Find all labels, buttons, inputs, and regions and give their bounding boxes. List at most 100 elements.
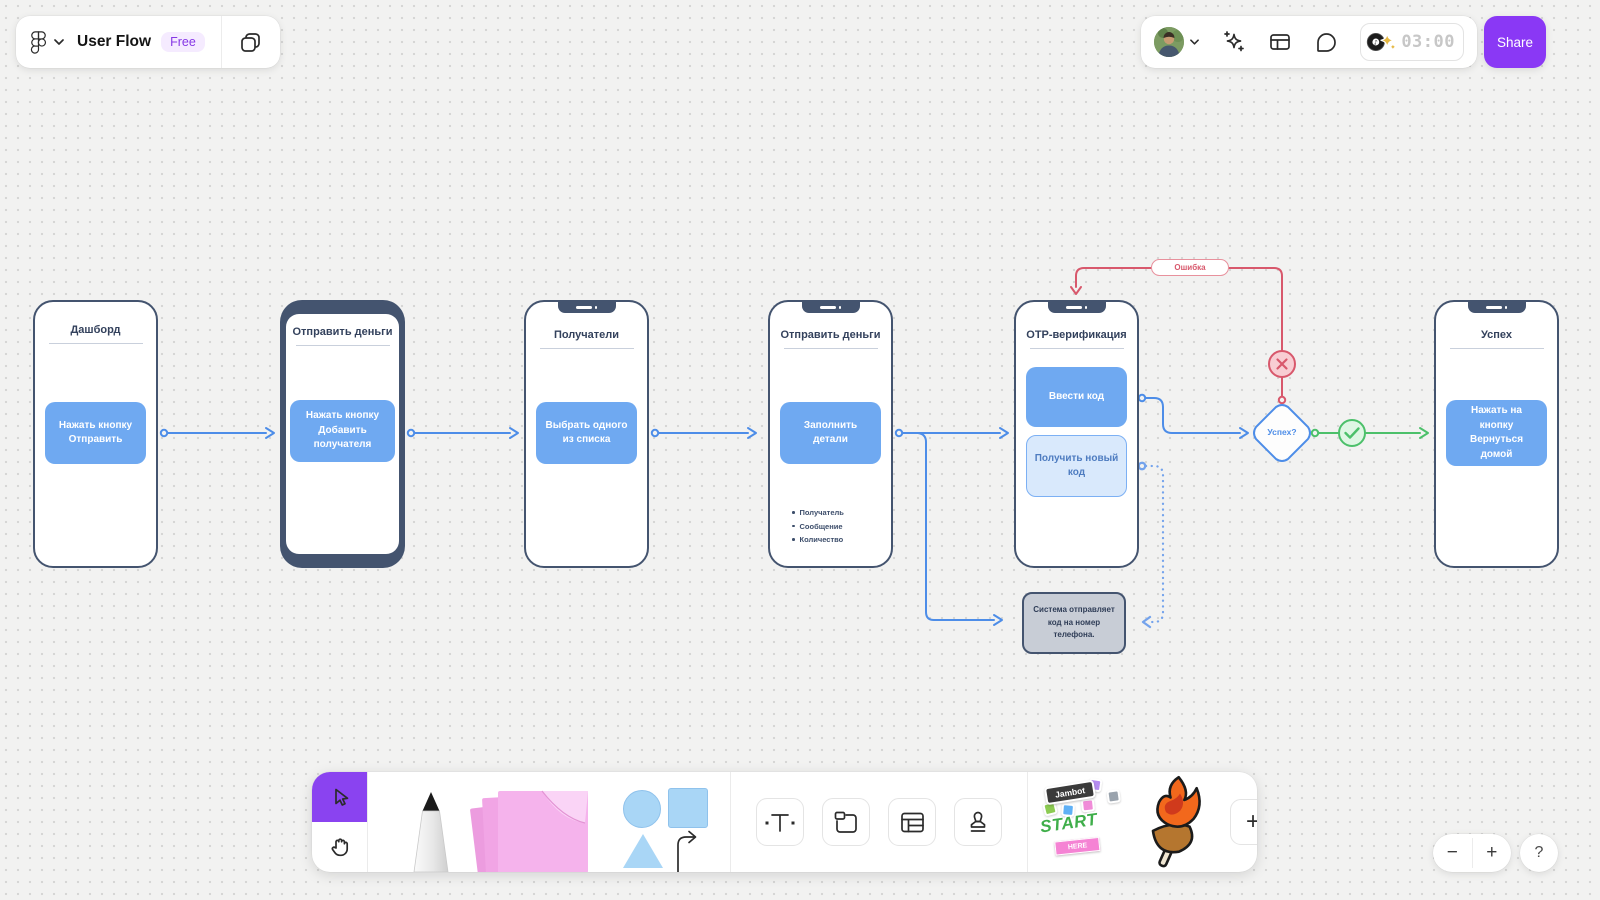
flow-action-button[interactable]: Заполнить детали [780,402,881,464]
add-sticker-button[interactable]: + [1230,799,1257,845]
toolbar-divider [220,16,222,68]
title-divider [48,343,143,344]
avatar [1154,27,1184,57]
select-tool[interactable] [312,772,367,822]
flow-action-button[interactable]: Ввести код [1026,367,1127,427]
phone-notch [1047,302,1106,313]
flow-action-button[interactable]: Нажать кнопку Отправить [45,402,146,464]
decision-label: Успех? [1267,427,1297,437]
stamp-tool[interactable] [954,798,1002,846]
phone-title: Отправить деньги [292,326,393,338]
zoom-divider [1471,838,1473,868]
file-info-segment: User Flow Free [16,16,221,68]
phone-notch [1467,302,1526,313]
phone-otp[interactable]: OTP-верификация Ввести код Получить новы… [1014,300,1139,568]
zoom-controls: − + [1433,834,1511,872]
star-sticker-icon [1380,33,1397,51]
text-tool-icon [765,813,795,832]
connector-5-decision[interactable] [1137,393,1249,439]
triangle-shape-tool[interactable] [623,834,663,868]
music-timer-widget[interactable]: ♪ 03:00 [1360,23,1464,61]
comment-button[interactable] [1315,31,1338,54]
phone-send-money-1[interactable]: Отправить деньги Нажать кнопку Добавить … [280,300,405,568]
share-button[interactable]: Share [1484,16,1546,68]
connector-3-4[interactable] [650,427,757,439]
jambot-sticker[interactable]: Jambot START HERE [1036,773,1131,870]
section-tool-icon [834,811,857,833]
table-tool[interactable] [888,798,936,846]
object-tools [731,772,1027,872]
account-menu-button[interactable] [1154,27,1199,57]
main-menu-button[interactable] [30,30,64,55]
text-tool[interactable] [756,798,804,846]
title-divider [783,348,878,349]
phone-title: Успех [1480,329,1512,341]
phone-title: Отправить деньги [780,329,881,341]
plan-badge: Free [161,32,205,52]
music-disc-icon: ♪ [1366,32,1385,52]
connector-resend-dotted[interactable] [1137,461,1165,629]
hand-icon [331,838,348,857]
draw-tools [368,772,730,872]
connector-success[interactable] [1310,427,1429,439]
svg-text:♪: ♪ [1374,39,1378,46]
comment-bubble-icon [1316,32,1336,52]
sticky-note-tool[interactable] [468,788,600,872]
phone-title: OTP-верификация [1026,329,1127,341]
square-shape-tool[interactable] [668,788,708,828]
connector-4-system[interactable] [917,432,1003,626]
collab-toolbar: ♪ 03:00 [1141,16,1477,68]
decision-diamond[interactable] [1253,404,1311,462]
zoom-out-button[interactable]: − [1446,842,1458,863]
phone-title: Дашборд [70,324,121,336]
ai-actions-button[interactable] [1222,30,1246,54]
timer-value: 03:00 [1401,32,1455,52]
file-name[interactable]: User Flow [77,33,152,50]
connector-2-3[interactable] [406,427,519,439]
phone-title: Получатели [553,329,620,341]
error-x-badge[interactable] [1268,350,1296,378]
error-label-pill[interactable]: Ошибка [1151,259,1229,276]
flow-action-button[interactable]: Нажать кнопку Добавить получателя [290,400,395,462]
stamp-tool-icon [970,811,986,832]
phone-send-money-2[interactable]: Отправить деньги Заполнить детали Получа… [768,300,893,568]
connector-4-5[interactable] [894,427,1009,439]
success-check-badge[interactable] [1338,419,1366,447]
help-button[interactable]: ? [1520,834,1558,872]
phone-success[interactable]: Успех Нажать на кнопку Вернуться домой [1434,300,1559,568]
tools-toolbar: Jambot START HERE + [312,772,1257,872]
zoom-in-button[interactable]: + [1486,842,1498,863]
section-tool[interactable] [822,798,870,846]
chevron-down-icon [54,39,64,45]
connector-arrow-tool[interactable] [671,830,705,872]
bullet-item: Количество [792,535,844,544]
phone-notch [801,302,860,313]
flow-action-button[interactable]: Выбрать одного из списка [536,402,637,464]
circle-shape-tool[interactable] [623,790,661,828]
toolbar-divider [1027,772,1028,872]
boards-icon [241,32,261,52]
toolbar-divider [730,772,731,872]
flow-secondary-button[interactable]: Получить новый код [1026,435,1127,497]
sticker-shelf: Jambot START HERE + [1028,772,1257,872]
connector-1-2[interactable] [159,427,275,439]
templates-button[interactable] [1268,30,1292,54]
chevron-down-icon [1190,39,1199,45]
marker-tool[interactable] [408,792,454,872]
phone-recipients[interactable]: Получатели Выбрать одного из списка [524,300,649,568]
fire-sticker[interactable] [1133,772,1214,872]
flow-action-button[interactable]: Нажать на кнопку Вернуться домой [1446,400,1547,466]
title-divider [295,345,390,346]
phone-dashboard[interactable]: Дашборд Нажать кнопку Отправить [33,300,158,568]
cursor-icon [334,788,348,806]
file-toolbar: User Flow Free [16,16,280,68]
figma-logo-icon [30,30,47,54]
detail-bullet-list: Получатель Сообщение Количество [792,508,844,549]
hand-tool[interactable] [312,822,367,872]
toolbar-divider [367,772,368,872]
system-note-box[interactable]: Система отправляет код на номер телефона… [1022,592,1126,654]
title-divider [1029,348,1124,349]
boards-button[interactable] [222,16,280,68]
phone-notch [557,302,616,313]
